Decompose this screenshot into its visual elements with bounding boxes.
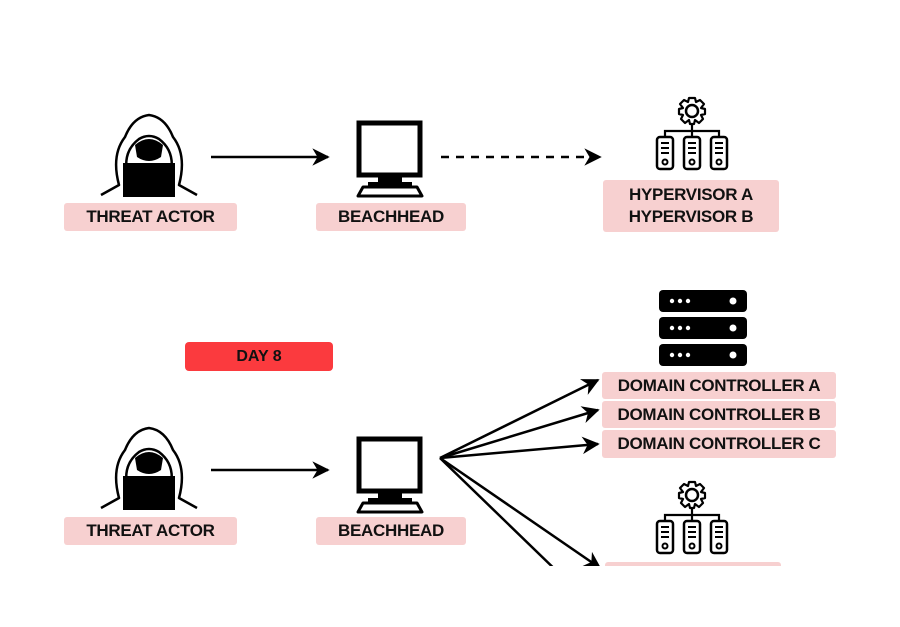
hooded-hacker-icon	[99, 113, 199, 199]
image-crop-edge	[0, 566, 900, 627]
domain-controller-a-text: DOMAIN CONTROLLER A	[617, 376, 821, 395]
domain-controller-c-text: DOMAIN CONTROLLER C	[617, 434, 821, 453]
arrow-to-domain-controller-b	[439, 406, 600, 460]
arrow-to-domain-controller-a	[439, 378, 600, 460]
beachhead-label-text: BEACHHEAD	[338, 207, 444, 226]
domain-controller-b-label: DOMAIN CONTROLLER B	[602, 401, 836, 428]
arrow-to-hypervisor-1	[439, 457, 567, 581]
computer-monitor-icon	[358, 123, 422, 196]
threat-actor-label-text: THREAT ACTOR	[86, 521, 215, 540]
hooded-hacker-icon	[99, 426, 199, 512]
computer-monitor-icon	[358, 439, 422, 512]
domain-controller-a-label: DOMAIN CONTROLLER A	[602, 372, 836, 399]
beachhead-label: BEACHHEAD	[316, 517, 466, 545]
domain-controller-c-label: DOMAIN CONTROLLER C	[602, 430, 836, 458]
hypervisor-a-label: HYPERVISOR A	[629, 185, 753, 204]
threat-actor-label: THREAT ACTOR	[64, 203, 237, 231]
threat-actor-label: THREAT ACTOR	[64, 517, 237, 545]
server-cluster-gear-icon	[655, 480, 729, 555]
arrow-to-domain-controller-c	[439, 436, 600, 460]
arrow-to-hypervisor-2	[439, 456, 602, 570]
server-rack-icon	[659, 290, 747, 366]
beachhead-label-text: BEACHHEAD	[338, 521, 444, 540]
threat-actor-label-text: THREAT ACTOR	[86, 207, 215, 226]
day-badge: DAY 8	[185, 342, 333, 371]
beachhead-label: BEACHHEAD	[316, 203, 466, 231]
hypervisors-label: HYPERVISOR A HYPERVISOR B	[603, 180, 779, 232]
server-cluster-gear-icon	[655, 96, 729, 171]
hypervisor-b-label: HYPERVISOR B	[628, 207, 754, 226]
domain-controller-b-text: DOMAIN CONTROLLER B	[617, 405, 821, 424]
